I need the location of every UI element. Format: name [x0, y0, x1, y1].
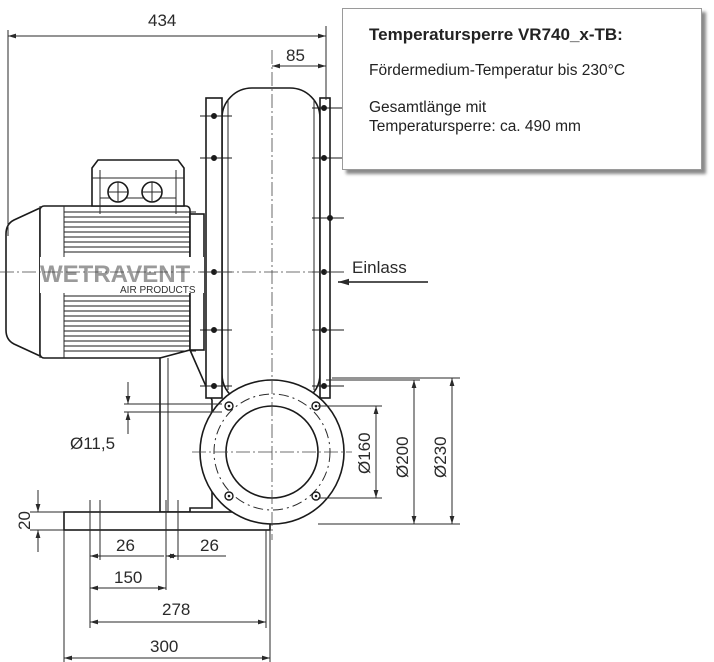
dim-inlet-offset: 85: [286, 46, 305, 65]
info-box-title: Temperatursperre VR740_x-TB:: [369, 25, 623, 44]
info-box-temperature: Fördermedium-Temperatur bis 230°C: [369, 62, 626, 79]
center-lines: [0, 50, 352, 540]
inlet-label: Einlass: [352, 258, 407, 277]
dim-hole-spacing-150: 150: [114, 568, 142, 587]
dim-d200: Ø200: [393, 436, 412, 478]
dim-total-length: 434: [148, 11, 176, 30]
dim-hole-spacing-278: 278: [162, 600, 190, 619]
dim-d230: Ø230: [431, 436, 450, 478]
dim-d160: Ø160: [355, 432, 374, 474]
logo-brand: WETRAVENT: [40, 261, 191, 288]
dim-bolt-hole: Ø11,5: [70, 434, 115, 453]
dimension-lines: [7, 26, 460, 662]
logo-subline: AIR PRODUCTS: [120, 285, 196, 296]
info-box-length-value: Temperatursperre: ca. 490 mm: [369, 118, 581, 135]
info-box: Temperatursperre VR740_x-TB: Fördermediu…: [342, 8, 702, 170]
base-frame: [63, 349, 271, 531]
dim-foot-length: 300: [150, 637, 178, 656]
info-box-length-label: Gesamtlänge mit: [369, 99, 487, 116]
logo-plate: [40, 257, 204, 293]
dim-foot-height: 20: [15, 511, 34, 530]
dim-slot-left: 26: [116, 536, 135, 555]
dim-slot-right: 26: [200, 536, 219, 555]
